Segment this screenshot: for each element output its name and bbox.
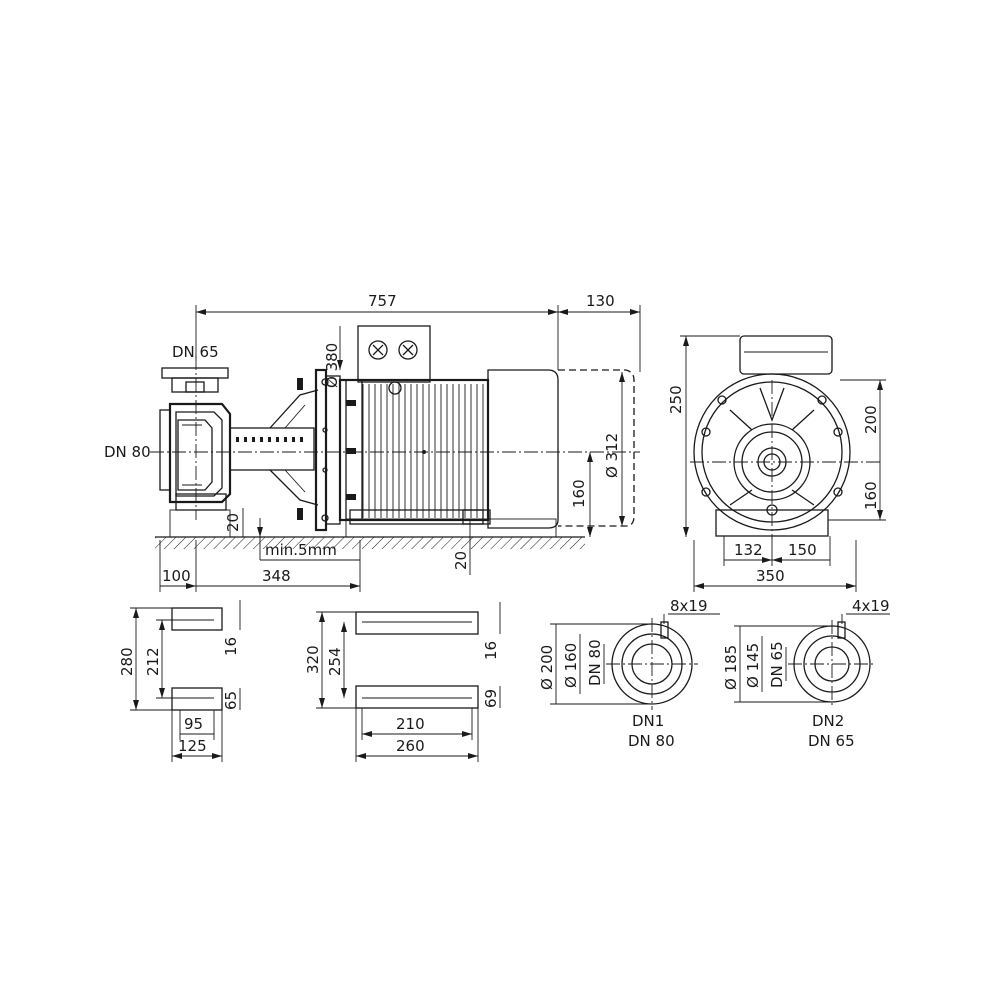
dim-label-132: 132 — [734, 541, 763, 559]
flange-dn2: 4x19 Ø 185 Ø 145 DN 65 DN2 DN 65 — [722, 597, 890, 750]
dn1-outer: Ø 200 — [538, 645, 556, 690]
dim-label-210: 210 — [396, 715, 425, 733]
dim-16-pump: 16 — [222, 600, 241, 656]
dim-label-348: 348 — [262, 567, 291, 585]
dim-label-16-pump: 16 — [222, 637, 240, 656]
dim-130: 130 — [558, 292, 641, 372]
dim-250: 250 — [667, 335, 740, 537]
dim-280: 280 — [118, 607, 172, 711]
dim-label-gap: min.5mm — [265, 541, 337, 559]
dim-label-16-motor: 16 — [482, 641, 500, 660]
label-dn65: DN 65 — [172, 343, 219, 361]
dim-label-95: 95 — [184, 715, 203, 733]
dn2-outer: Ø 185 — [722, 645, 740, 690]
dim-254: 254 — [326, 622, 347, 698]
dim-20-left: 20 — [224, 508, 244, 537]
dim-label-320: 320 — [304, 645, 322, 674]
dn2-size: DN 65 — [808, 732, 855, 750]
dim-label-160-end: 160 — [862, 481, 880, 510]
dim-label-100: 100 — [162, 567, 191, 585]
dn2-name: DN2 — [812, 712, 844, 730]
dim-label-350: 350 — [756, 567, 785, 585]
pump-casing — [159, 367, 232, 511]
dim-260: 260 — [355, 708, 479, 762]
dim-350: 350 — [693, 540, 857, 592]
dim-100-348: 100 348 — [159, 540, 361, 592]
dn1-name: DN1 — [632, 712, 664, 730]
motor-feet-detail: 320 254 16 69 210 — [304, 602, 501, 762]
dim-label-20-right: 20 — [452, 551, 470, 570]
pump-feet-detail: 280 212 16 65 95 — [118, 600, 241, 762]
dim-label-125: 125 — [178, 737, 207, 755]
dim-212: 212 — [144, 619, 180, 699]
dim-69: 69 — [482, 686, 501, 708]
dim-125: 125 — [171, 710, 223, 762]
dim-label-280: 280 — [118, 647, 136, 676]
dim-label-312: Ø 312 — [603, 433, 621, 478]
dim-label-260: 260 — [396, 737, 425, 755]
dim-160-end: 160 — [828, 462, 886, 521]
dn2-pcd: Ø 145 — [744, 643, 762, 688]
dn1-pcd: Ø 160 — [562, 643, 580, 688]
end-view: 250 200 160 132 150 — [667, 335, 886, 592]
dn1-bore: DN 80 — [586, 639, 604, 686]
dim-160-side: 160 — [570, 452, 593, 537]
dim-dia-312: Ø 312 — [603, 372, 625, 526]
dim-label-20-left: 20 — [224, 513, 242, 532]
flange-dn1: 8x19 Ø 200 Ø 160 DN 80 DN1 DN 80 — [538, 597, 720, 750]
dim-dia-380: Ø 380 — [323, 326, 343, 388]
dim-95: 95 — [179, 710, 215, 740]
dim-label-380: Ø 380 — [323, 343, 341, 388]
dn1-size: DN 80 — [628, 732, 675, 750]
dim-label-160-side: 160 — [570, 479, 588, 508]
dim-label-757: 757 — [368, 292, 397, 310]
dim-label-254: 254 — [326, 647, 344, 676]
dim-label-200: 200 — [862, 405, 880, 434]
dn2-bore: DN 65 — [768, 641, 786, 688]
dim-label-130: 130 — [586, 292, 615, 310]
dim-20-right: 20 — [452, 519, 471, 575]
dim-757: 757 — [195, 292, 559, 370]
dim-210: 210 — [361, 708, 473, 740]
shaft-housing — [229, 389, 319, 506]
motor-body — [338, 325, 635, 529]
dim-gap: min.5mm — [257, 518, 360, 561]
dim-16-motor: 16 — [482, 602, 501, 660]
dim-320: 320 — [304, 611, 356, 709]
ground-line — [155, 509, 585, 549]
dim-132-150: 132 150 — [723, 536, 831, 566]
dim-label-65: 65 — [222, 691, 240, 710]
dim-label-212: 212 — [144, 647, 162, 676]
dn1-bolts: 8x19 — [670, 597, 708, 615]
dim-65: 65 — [222, 688, 241, 710]
dim-label-150: 150 — [788, 541, 817, 559]
side-view: 757 130 Ø 380 Ø 312 160 DN 65 DN 80 — [104, 292, 641, 592]
label-dn80: DN 80 — [104, 443, 151, 461]
dim-200: 200 — [840, 379, 886, 462]
dn2-bolts: 4x19 — [852, 597, 890, 615]
dim-label-250: 250 — [667, 385, 685, 414]
dim-label-69: 69 — [482, 689, 500, 708]
